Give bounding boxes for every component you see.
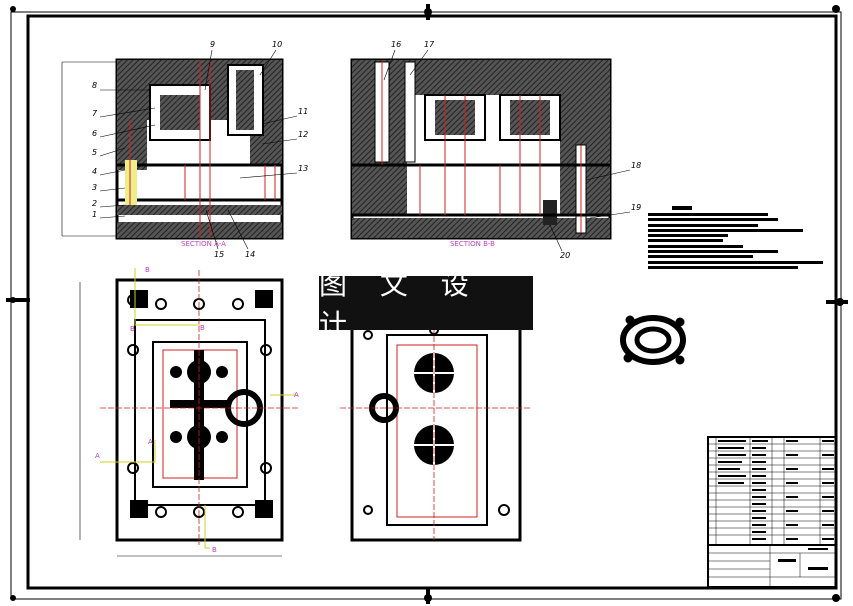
part-label-12: 12 (298, 130, 308, 139)
section-bb-label: SECTION B-B (450, 240, 495, 248)
section-bb-view (350, 58, 612, 240)
section-bb-part-labels: 16 17 18 19 20 SECTION B-B (383, 40, 641, 260)
section-mark-b-left: B (130, 325, 135, 333)
moving-half-plan-view: B B B A A A B (79, 266, 300, 557)
part-label-6: 6 (92, 129, 97, 138)
part-label-16: 16 (391, 40, 401, 49)
part-isometric (620, 315, 686, 365)
part-label-10: 10 (272, 40, 282, 49)
part-label-2: 2 (92, 199, 97, 208)
section-mark-b-bottom: B (212, 546, 217, 554)
part-label-13: 13 (298, 164, 308, 173)
section-aa-label: SECTION A-A (181, 240, 226, 248)
part-label-20: 20 (560, 251, 570, 260)
part-label-1: 1 (92, 210, 97, 219)
section-mark-a-left: A (95, 452, 100, 460)
part-label-19: 19 (631, 203, 641, 212)
section-aa-view (61, 58, 284, 240)
fixed-half-plan-view (340, 318, 530, 542)
part-label-4: 4 (92, 167, 97, 176)
title-block (707, 436, 837, 588)
section-mark-a-mid: A (148, 438, 153, 446)
part-label-3: 3 (92, 183, 97, 192)
technical-notes (648, 206, 823, 269)
part-label-9: 9 (210, 40, 215, 49)
frame-markers (6, 4, 848, 604)
part-label-17: 17 (424, 40, 435, 49)
part-label-18: 18 (631, 161, 641, 170)
part-label-8: 8 (92, 81, 97, 90)
part-label-11: 11 (298, 107, 308, 116)
part-label-15: 15 (214, 250, 224, 259)
section-aa-part-labels: 8 7 6 5 4 3 2 1 9 10 11 12 13 15 14 SECT… (92, 40, 308, 259)
section-mark-a-right: A (294, 391, 299, 399)
watermark-banner: 图 文 设 计 (319, 268, 533, 341)
section-mark-b-top: B (145, 266, 150, 274)
part-label-5: 5 (92, 148, 97, 157)
part-label-14: 14 (245, 250, 255, 259)
section-mark-b-right: B (200, 324, 205, 332)
part-label-7: 7 (92, 109, 98, 118)
